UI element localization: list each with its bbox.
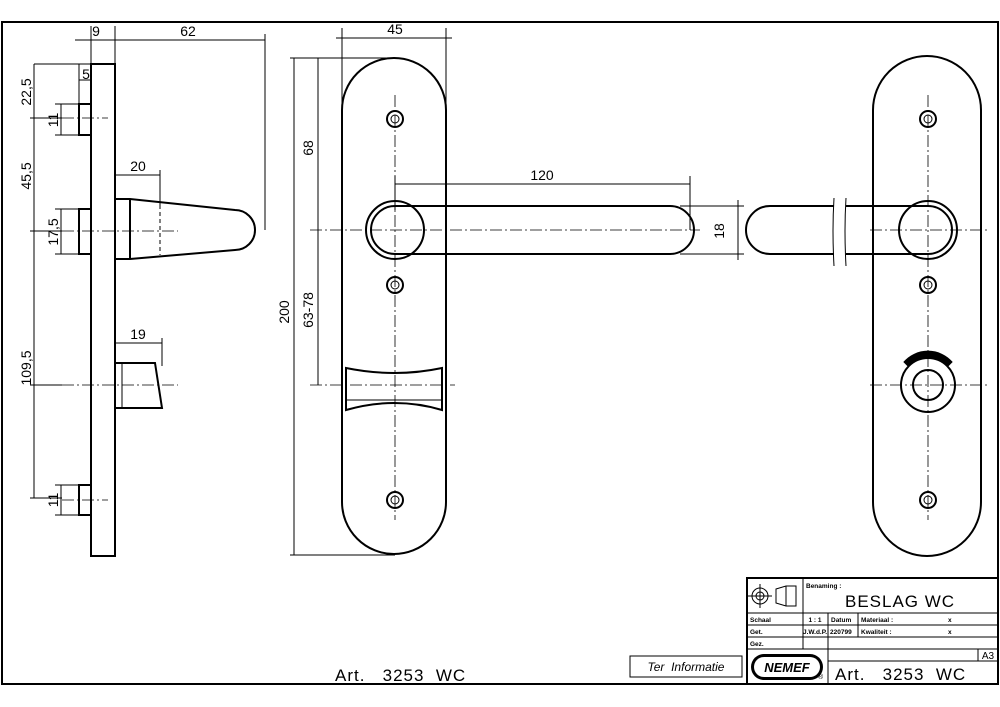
dim-11-bottom: 11 xyxy=(45,493,61,508)
materiaal-label: Materiaal : xyxy=(861,617,893,624)
front-plate xyxy=(341,57,447,555)
rear-plate xyxy=(872,55,982,557)
get-value: J.W.d.P. xyxy=(803,629,827,636)
ter-informatie-box xyxy=(629,655,743,678)
drawing-frame xyxy=(1,21,999,685)
kwaliteit-value: x xyxy=(948,629,952,636)
dim-109-5: 109,5 xyxy=(18,350,34,385)
front-view xyxy=(290,28,744,556)
handle-boss xyxy=(78,208,92,255)
nemef-logo-mark: ® xyxy=(818,673,824,681)
top-screw-boss xyxy=(78,103,92,136)
kwaliteit-label: Kwaliteit : xyxy=(861,629,892,636)
schaal-value: 1 : 1 xyxy=(808,617,821,624)
rear-lever-stub xyxy=(745,205,834,255)
dim-20: 20 xyxy=(130,158,146,174)
dim-200: 200 xyxy=(276,300,292,324)
dim-45-5: 45,5 xyxy=(18,162,34,189)
dim-18: 18 xyxy=(711,223,727,239)
get-label: Get. xyxy=(750,629,763,636)
benaming-value: BESLAG WC xyxy=(845,592,955,611)
side-plate xyxy=(90,63,116,557)
date-value: 220799 xyxy=(830,629,852,636)
schaal-label: Schaal xyxy=(750,617,771,624)
dim-17-5: 17,5 xyxy=(45,218,61,245)
dim-63-78: 63-78 xyxy=(300,292,316,328)
dim-45: 45 xyxy=(387,21,403,37)
front-turn-knob xyxy=(345,366,443,412)
gez-label: Gez. xyxy=(750,641,764,648)
front-lever xyxy=(370,205,695,255)
dim-22-5: 22,5 xyxy=(18,78,34,105)
dim-5: 5 xyxy=(82,66,90,82)
title-block xyxy=(746,577,999,685)
dim-11-top: 11 xyxy=(45,113,61,128)
handle-lever-profile xyxy=(115,198,256,260)
sheet-size: A3 xyxy=(982,651,995,662)
dim-9: 9 xyxy=(92,23,100,39)
rear-screw-bottom xyxy=(919,491,937,509)
article-number: Art. 3253 WC xyxy=(335,666,466,685)
ter-informatie-text: Ter Informatie xyxy=(648,660,725,674)
front-screw-bottom xyxy=(386,491,404,509)
indicator-window xyxy=(903,350,953,367)
datum-label: Datum xyxy=(831,617,851,624)
rear-view xyxy=(745,55,990,557)
dim-62: 62 xyxy=(180,23,196,39)
title-block-article: Art. 3253 WC xyxy=(835,665,966,684)
dim-120: 120 xyxy=(530,167,554,183)
benaming-label: Benaming : xyxy=(806,583,841,590)
nemef-logo-text: NEMEF xyxy=(764,660,811,675)
side-view xyxy=(30,26,266,557)
dim-68: 68 xyxy=(300,140,316,156)
materiaal-value: x xyxy=(948,617,952,624)
turn-knob-profile xyxy=(115,362,164,409)
dim-19: 19 xyxy=(130,326,146,342)
